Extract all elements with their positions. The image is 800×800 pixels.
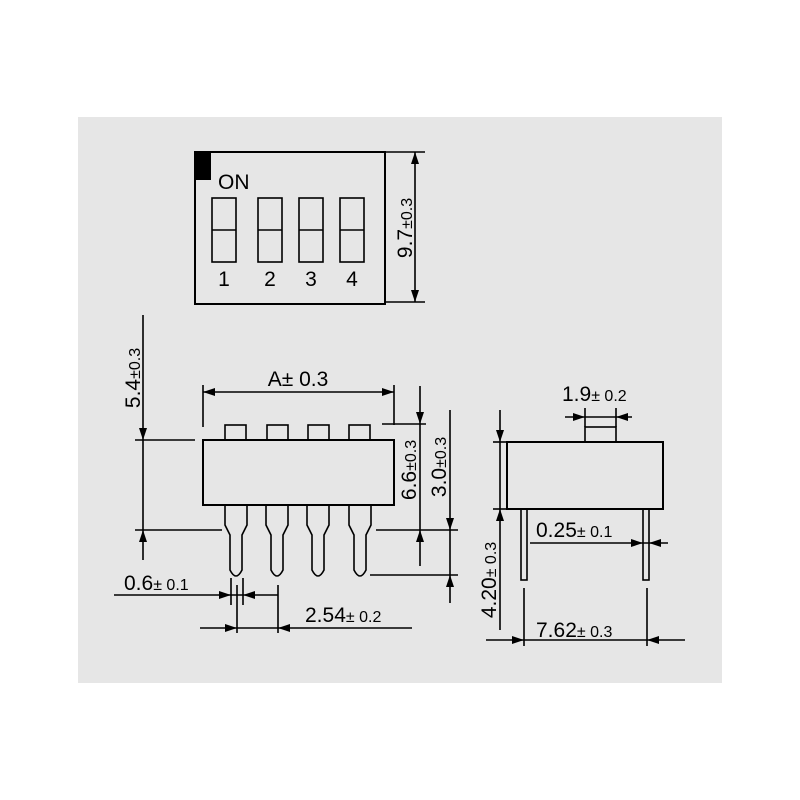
arrowhead [278, 624, 290, 632]
arrowhead [649, 539, 661, 547]
dimension-arrows [139, 152, 661, 644]
arrowhead [496, 509, 504, 521]
arrowhead [512, 636, 524, 644]
arrowhead [411, 152, 419, 164]
actuator [266, 424, 289, 441]
arrowhead [616, 413, 628, 421]
switch-number: 4 [346, 268, 358, 291]
arrowhead [225, 624, 237, 632]
pin [348, 505, 372, 577]
pin [224, 505, 248, 577]
switch-3 [298, 197, 324, 263]
switch-number: 1 [218, 268, 230, 291]
switch-number: 2 [264, 268, 276, 291]
switch-number: 3 [305, 268, 317, 291]
pin [265, 505, 289, 577]
pin-thickness-dimension: 0.25± 0.1 [536, 519, 612, 542]
actuator [224, 424, 247, 441]
pin [306, 505, 330, 577]
pin-length-dimension: 3.0±0.3 [428, 437, 451, 497]
arrowhead [416, 530, 424, 542]
arrowhead [631, 539, 643, 547]
arrowhead [139, 530, 147, 542]
drawing-panel [78, 117, 722, 683]
on-label: ON [218, 171, 250, 194]
top-view-body [194, 151, 386, 305]
pin-width-dimension: 0.6± 0.1 [124, 572, 189, 595]
front-view: A± 0.3 5.4±0.3 6.6±0.3 3.0±0.3 0.6± 0.1 … [114, 315, 458, 633]
front-view-body [202, 439, 395, 506]
actuator [307, 424, 330, 441]
side-view: 1.9± 0.2 4.20± 0.3 0.25± 0.1 7.62± 0.3 [478, 383, 685, 646]
arrowhead [411, 290, 419, 302]
side-pin [520, 508, 528, 581]
switch-2 [257, 197, 283, 263]
switch-4 [339, 197, 365, 263]
side-pin [642, 508, 650, 581]
top-height-dimension: 9.7±0.3 [394, 198, 417, 258]
side-actuator [584, 426, 617, 443]
arrowhead [219, 591, 231, 599]
total-height-dimension: 6.6±0.3 [398, 440, 421, 500]
arrowhead [573, 413, 585, 421]
width-a-dimension: A± 0.3 [268, 368, 329, 391]
arrowhead [203, 388, 215, 396]
row-spacing-dimension: 7.62± 0.3 [536, 619, 612, 642]
arrowhead [647, 636, 659, 644]
arrowhead [446, 518, 454, 530]
arrowhead [243, 591, 255, 599]
actuator [348, 424, 371, 441]
top-view: ON 1 2 3 4 9.7±0.3 [194, 151, 425, 305]
pitch-dimension: 2.54± 0.2 [305, 604, 381, 627]
switch-1 [211, 197, 237, 263]
arrowhead [139, 428, 147, 440]
pin1-marker [195, 152, 211, 180]
arrowhead [446, 575, 454, 587]
body-height-dimension: 5.4±0.3 [122, 348, 145, 408]
side-height-dimension: 4.20± 0.3 [478, 542, 501, 618]
arrowhead [496, 430, 504, 442]
actuator-width-dimension: 1.9± 0.2 [562, 383, 627, 406]
arrowhead [382, 388, 394, 396]
arrowhead [416, 412, 424, 424]
